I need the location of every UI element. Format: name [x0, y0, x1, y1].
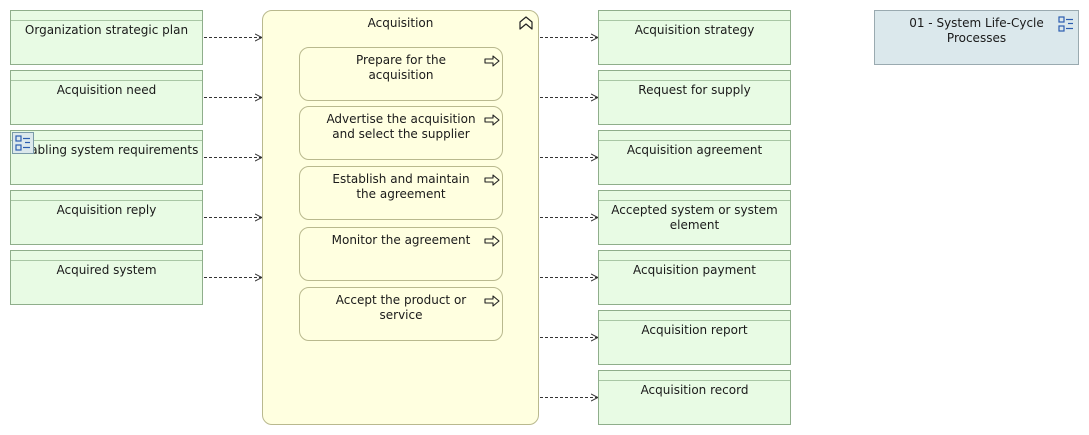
object-header-line [599, 320, 790, 321]
object-label: Request for supply [638, 83, 751, 97]
object-header-line [599, 140, 790, 141]
input-object[interactable]: Acquisition need [10, 70, 203, 125]
object-label: Acquisition agreement [626, 143, 763, 157]
activity-box[interactable]: Prepare for the acquisition [299, 47, 503, 101]
input-object[interactable]: Organization strategic plan [10, 10, 203, 65]
process-title: Acquisition [367, 16, 434, 30]
object-label: Acquisition record [640, 383, 749, 397]
object-header-line [11, 260, 202, 261]
object-label: Acquisition reply [56, 203, 157, 217]
object-label: Acquisition payment [633, 263, 756, 277]
activity-box[interactable]: Accept the product or service [299, 287, 503, 341]
arrow-right-icon [484, 295, 500, 307]
object-header-line [599, 80, 790, 81]
object-label: Organization strategic plan [24, 23, 189, 37]
input-object[interactable]: Enabling system requirements [10, 130, 203, 185]
object-label: Acquired system [56, 263, 157, 277]
object-header-line [11, 200, 202, 201]
arrow-right-icon [484, 235, 500, 247]
object-header-line [599, 380, 790, 381]
activity-label: Monitor the agreement [331, 233, 471, 247]
activity-label: Accept the product or service [335, 293, 467, 322]
activity-label: Prepare for the acquisition [356, 53, 446, 82]
output-object[interactable]: Acquisition record [598, 370, 791, 425]
acquisition-process[interactable]: Acquisition Prepare for the acquisition … [262, 10, 539, 425]
output-object[interactable]: Acquisition payment [598, 250, 791, 305]
process-chevron-icon [519, 16, 533, 30]
object-header-line [599, 20, 790, 21]
grouping-badge-icon[interactable] [12, 132, 34, 154]
activity-label: Advertise the acquisition and select the… [326, 112, 476, 141]
activity-box[interactable]: Monitor the agreement [299, 227, 503, 281]
object-label: Acquisition report [641, 323, 748, 337]
activity-box[interactable]: Advertise the acquisition and select the… [299, 106, 503, 160]
object-header-line [11, 20, 202, 21]
output-object[interactable]: Request for supply [598, 70, 791, 125]
activity-label: Establish and maintain the agreement [332, 172, 470, 201]
grouping-label: 01 - System Life-Cycle Processes [909, 16, 1044, 45]
arrow-right-icon [484, 55, 500, 67]
object-label: Accepted system or system element [611, 203, 778, 232]
object-label: Acquisition strategy [634, 23, 755, 37]
object-label: Enabling system requirements [15, 143, 199, 157]
arrow-right-icon [484, 114, 500, 126]
activity-box[interactable]: Establish and maintain the agreement [299, 166, 503, 220]
input-object[interactable]: Acquired system [10, 250, 203, 305]
object-header-line [11, 140, 202, 141]
object-header-line [11, 80, 202, 81]
object-header-line [599, 200, 790, 201]
grouping-box[interactable]: 01 - System Life-Cycle Processes [874, 10, 1079, 65]
grouping-icon [1058, 16, 1073, 32]
output-object[interactable]: Acquisition report [598, 310, 791, 365]
object-header-line [599, 260, 790, 261]
output-object[interactable]: Accepted system or system element [598, 190, 791, 245]
output-object[interactable]: Acquisition strategy [598, 10, 791, 65]
arrow-right-icon [484, 174, 500, 186]
output-object[interactable]: Acquisition agreement [598, 130, 791, 185]
object-label: Acquisition need [56, 83, 157, 97]
input-object[interactable]: Acquisition reply [10, 190, 203, 245]
